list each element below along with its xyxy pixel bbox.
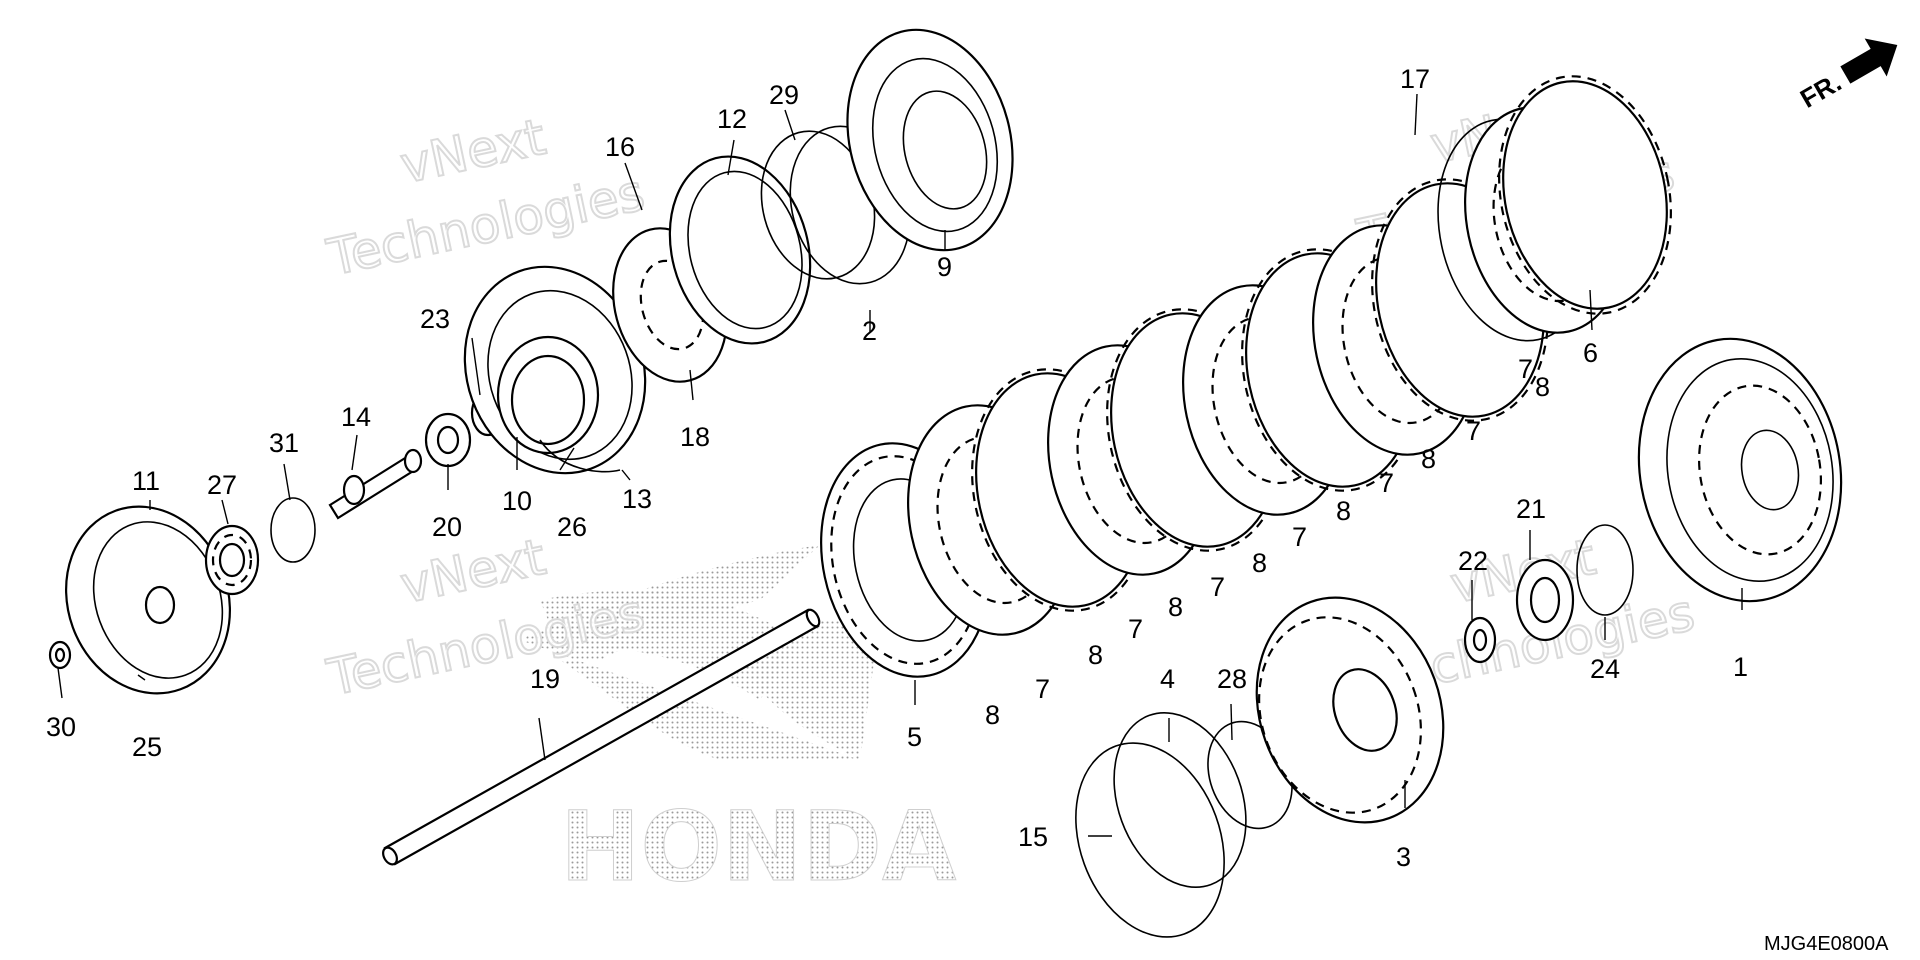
callout-5: 5 (907, 722, 922, 752)
callout-19: 19 (530, 664, 560, 694)
part-6-end-plate (1498, 75, 1672, 315)
callout-3: 3 (1396, 842, 1411, 872)
part-31-circlip (270, 497, 316, 563)
callout-20: 20 (432, 512, 462, 542)
callout-8-b: 8 (1088, 640, 1103, 670)
watermark-top-left: vNext Technologies (321, 107, 650, 288)
callout-28: 28 (1217, 664, 1247, 694)
callout-7-c: 7 (1210, 572, 1225, 602)
part-12-piston-ring (668, 155, 812, 345)
callout-12: 12 (717, 104, 747, 134)
svg-text:vNext: vNext (396, 528, 551, 615)
callout-8-a: 8 (985, 700, 1000, 730)
clutch-disc-stack (820, 75, 1672, 678)
callout-7-g: 7 (1518, 354, 1533, 384)
svg-text:Technologies: Technologies (322, 583, 649, 707)
part-21-lock-nut (1515, 558, 1575, 642)
honda-logo: HONDA (520, 545, 957, 904)
callout-8-g: 8 (1535, 372, 1550, 402)
callout-27: 27 (207, 470, 237, 500)
callout-7-d: 7 (1292, 522, 1307, 552)
callout-8-e: 8 (1336, 496, 1351, 526)
callout-25: 25 (132, 732, 162, 762)
part-3-hub (1255, 596, 1445, 824)
callout-7-b: 7 (1128, 614, 1143, 644)
callout-8-f: 8 (1421, 444, 1436, 474)
callout-2: 2 (862, 316, 877, 346)
callout-10: 10 (502, 486, 532, 516)
part-20-nut (424, 412, 472, 468)
callout-22: 22 (1458, 546, 1488, 576)
callout-7-f: 7 (1466, 416, 1481, 446)
callout-15: 15 (1018, 822, 1048, 852)
part-30-nut (48, 640, 72, 670)
callout-14: 14 (341, 402, 371, 432)
part-1-outer-basket (1637, 337, 1843, 603)
part-9-drum (846, 28, 1014, 252)
callout-11: 11 (132, 466, 160, 496)
callout-16: 16 (605, 132, 635, 162)
callout-8-c: 8 (1168, 592, 1183, 622)
callout-21: 21 (1516, 494, 1546, 524)
part-4-ring (1113, 712, 1247, 888)
callout-13: 13 (622, 484, 652, 514)
callout-6: 6 (1583, 338, 1598, 368)
callout-30: 30 (46, 712, 76, 742)
callout-7-a: 7 (1035, 674, 1050, 704)
callout-26: 26 (557, 512, 587, 542)
callout-8-d: 8 (1252, 548, 1267, 578)
front-label: FR. (1795, 67, 1846, 114)
svg-text:Technologies: Technologies (322, 163, 649, 287)
diagram-code: MJG4E0800A (1764, 933, 1889, 955)
callout-18: 18 (680, 422, 710, 452)
part-14-pin (328, 448, 423, 520)
callout-7-e: 7 (1379, 468, 1394, 498)
part-15-ring (1075, 742, 1225, 938)
front-arrow-icon (1840, 38, 1898, 84)
part-11-cover (65, 505, 231, 695)
callout-17: 17 (1400, 64, 1430, 94)
svg-text:vNext: vNext (396, 108, 551, 195)
leader-lines (57, 93, 1743, 837)
callout-4: 4 (1160, 664, 1175, 694)
honda-wordmark: HONDA (560, 791, 956, 903)
part-26-clip (539, 439, 621, 473)
part-10-piston (496, 335, 600, 455)
part-22-washer (1463, 616, 1497, 664)
callouts: 1 2 3 4 5 6 7 7 7 7 7 7 7 8 8 8 8 8 8 8 … (46, 64, 1748, 872)
callout-24: 24 (1590, 654, 1620, 684)
callout-29: 29 (769, 80, 799, 110)
part-19-shaft (382, 608, 821, 866)
callout-1: 1 (1733, 652, 1748, 682)
callout-9: 9 (937, 252, 952, 282)
callout-31: 31 (269, 428, 299, 458)
part-27-bearing (204, 524, 260, 596)
front-direction-indicator: FR. (1795, 38, 1898, 114)
part-24-circlip (1576, 524, 1634, 616)
callout-23: 23 (420, 304, 450, 334)
